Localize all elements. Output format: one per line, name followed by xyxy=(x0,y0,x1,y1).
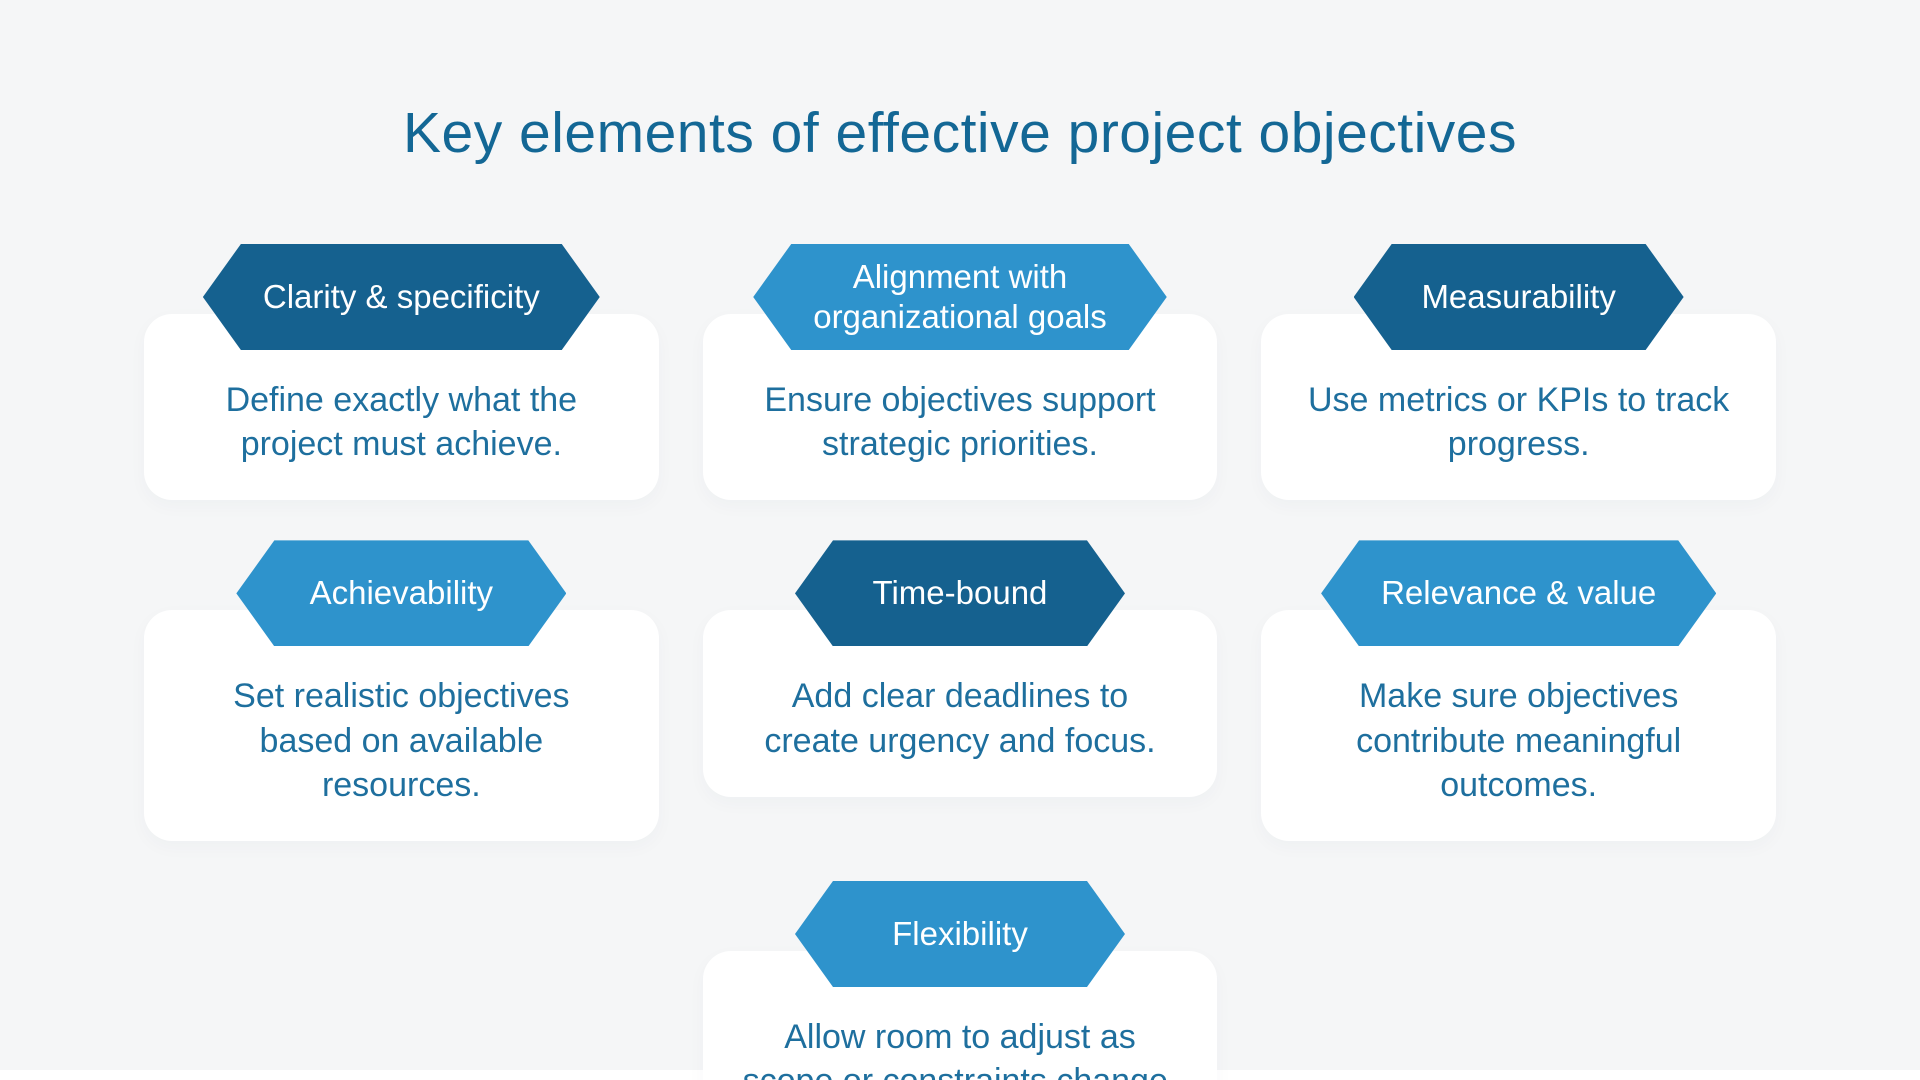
card-flexibility: Flexibility Allow room to adjust as scop… xyxy=(702,881,1218,1080)
description-card: Use metrics or KPIs to track progress. xyxy=(1261,314,1776,501)
hexagon-badge-time-bound: Time-bound xyxy=(795,540,1125,646)
description-card: Make sure objectives contribute meaningf… xyxy=(1261,610,1776,841)
cards-grid: Clarity & specificity Define exactly wha… xyxy=(144,244,1776,1080)
badge-label: Flexibility xyxy=(892,914,1028,952)
hexagon-badge-relevance: Relevance & value xyxy=(1321,540,1716,646)
card-description: Allow room to adjust as scope or constra… xyxy=(743,1017,1178,1080)
hexagon-badge-flexibility: Flexibility xyxy=(795,881,1125,987)
badge-label: Measurability xyxy=(1421,277,1616,315)
hexagon-badge-achievability: Achievability xyxy=(236,540,566,646)
card-description: Define exactly what the project must ach… xyxy=(225,381,578,464)
badge-label: Achievability xyxy=(309,574,494,612)
card-description: Ensure objectives support strategic prio… xyxy=(764,381,1156,464)
card-measurability: Measurability Use metrics or KPIs to tra… xyxy=(1261,244,1776,501)
badge-label: Time-bound xyxy=(872,574,1048,612)
card-achievability: Achievability Set realistic objectives b… xyxy=(144,540,659,841)
page-title: Key elements of effective project object… xyxy=(402,101,1518,165)
card-description: Use metrics or KPIs to track progress. xyxy=(1307,381,1730,464)
card-alignment-goals: Alignment with organizational goals Ensu… xyxy=(702,244,1218,501)
hexagon-badge-measurability: Measurability xyxy=(1354,244,1684,350)
card-description: Set realistic objectives based on availa… xyxy=(233,677,570,804)
card-relevance-value: Relevance & value Make sure objectives c… xyxy=(1261,540,1776,841)
badge-label: Clarity & specificity xyxy=(262,277,540,315)
card-clarity-specificity: Clarity & specificity Define exactly wha… xyxy=(144,244,659,501)
card-description: Make sure objectives contribute meaningf… xyxy=(1356,677,1682,804)
card-time-bound: Time-bound Add clear deadlines to create… xyxy=(702,540,1218,841)
hexagon-badge-alignment: Alignment with organizational goals xyxy=(753,244,1167,350)
description-card: Set realistic objectives based on availa… xyxy=(144,610,659,841)
hexagon-badge-clarity: Clarity & specificity xyxy=(203,244,600,350)
badge-label: Alignment with organizational goals xyxy=(813,257,1107,335)
card-description: Add clear deadlines to create urgency an… xyxy=(764,677,1156,760)
badge-label: Relevance & value xyxy=(1381,574,1657,612)
